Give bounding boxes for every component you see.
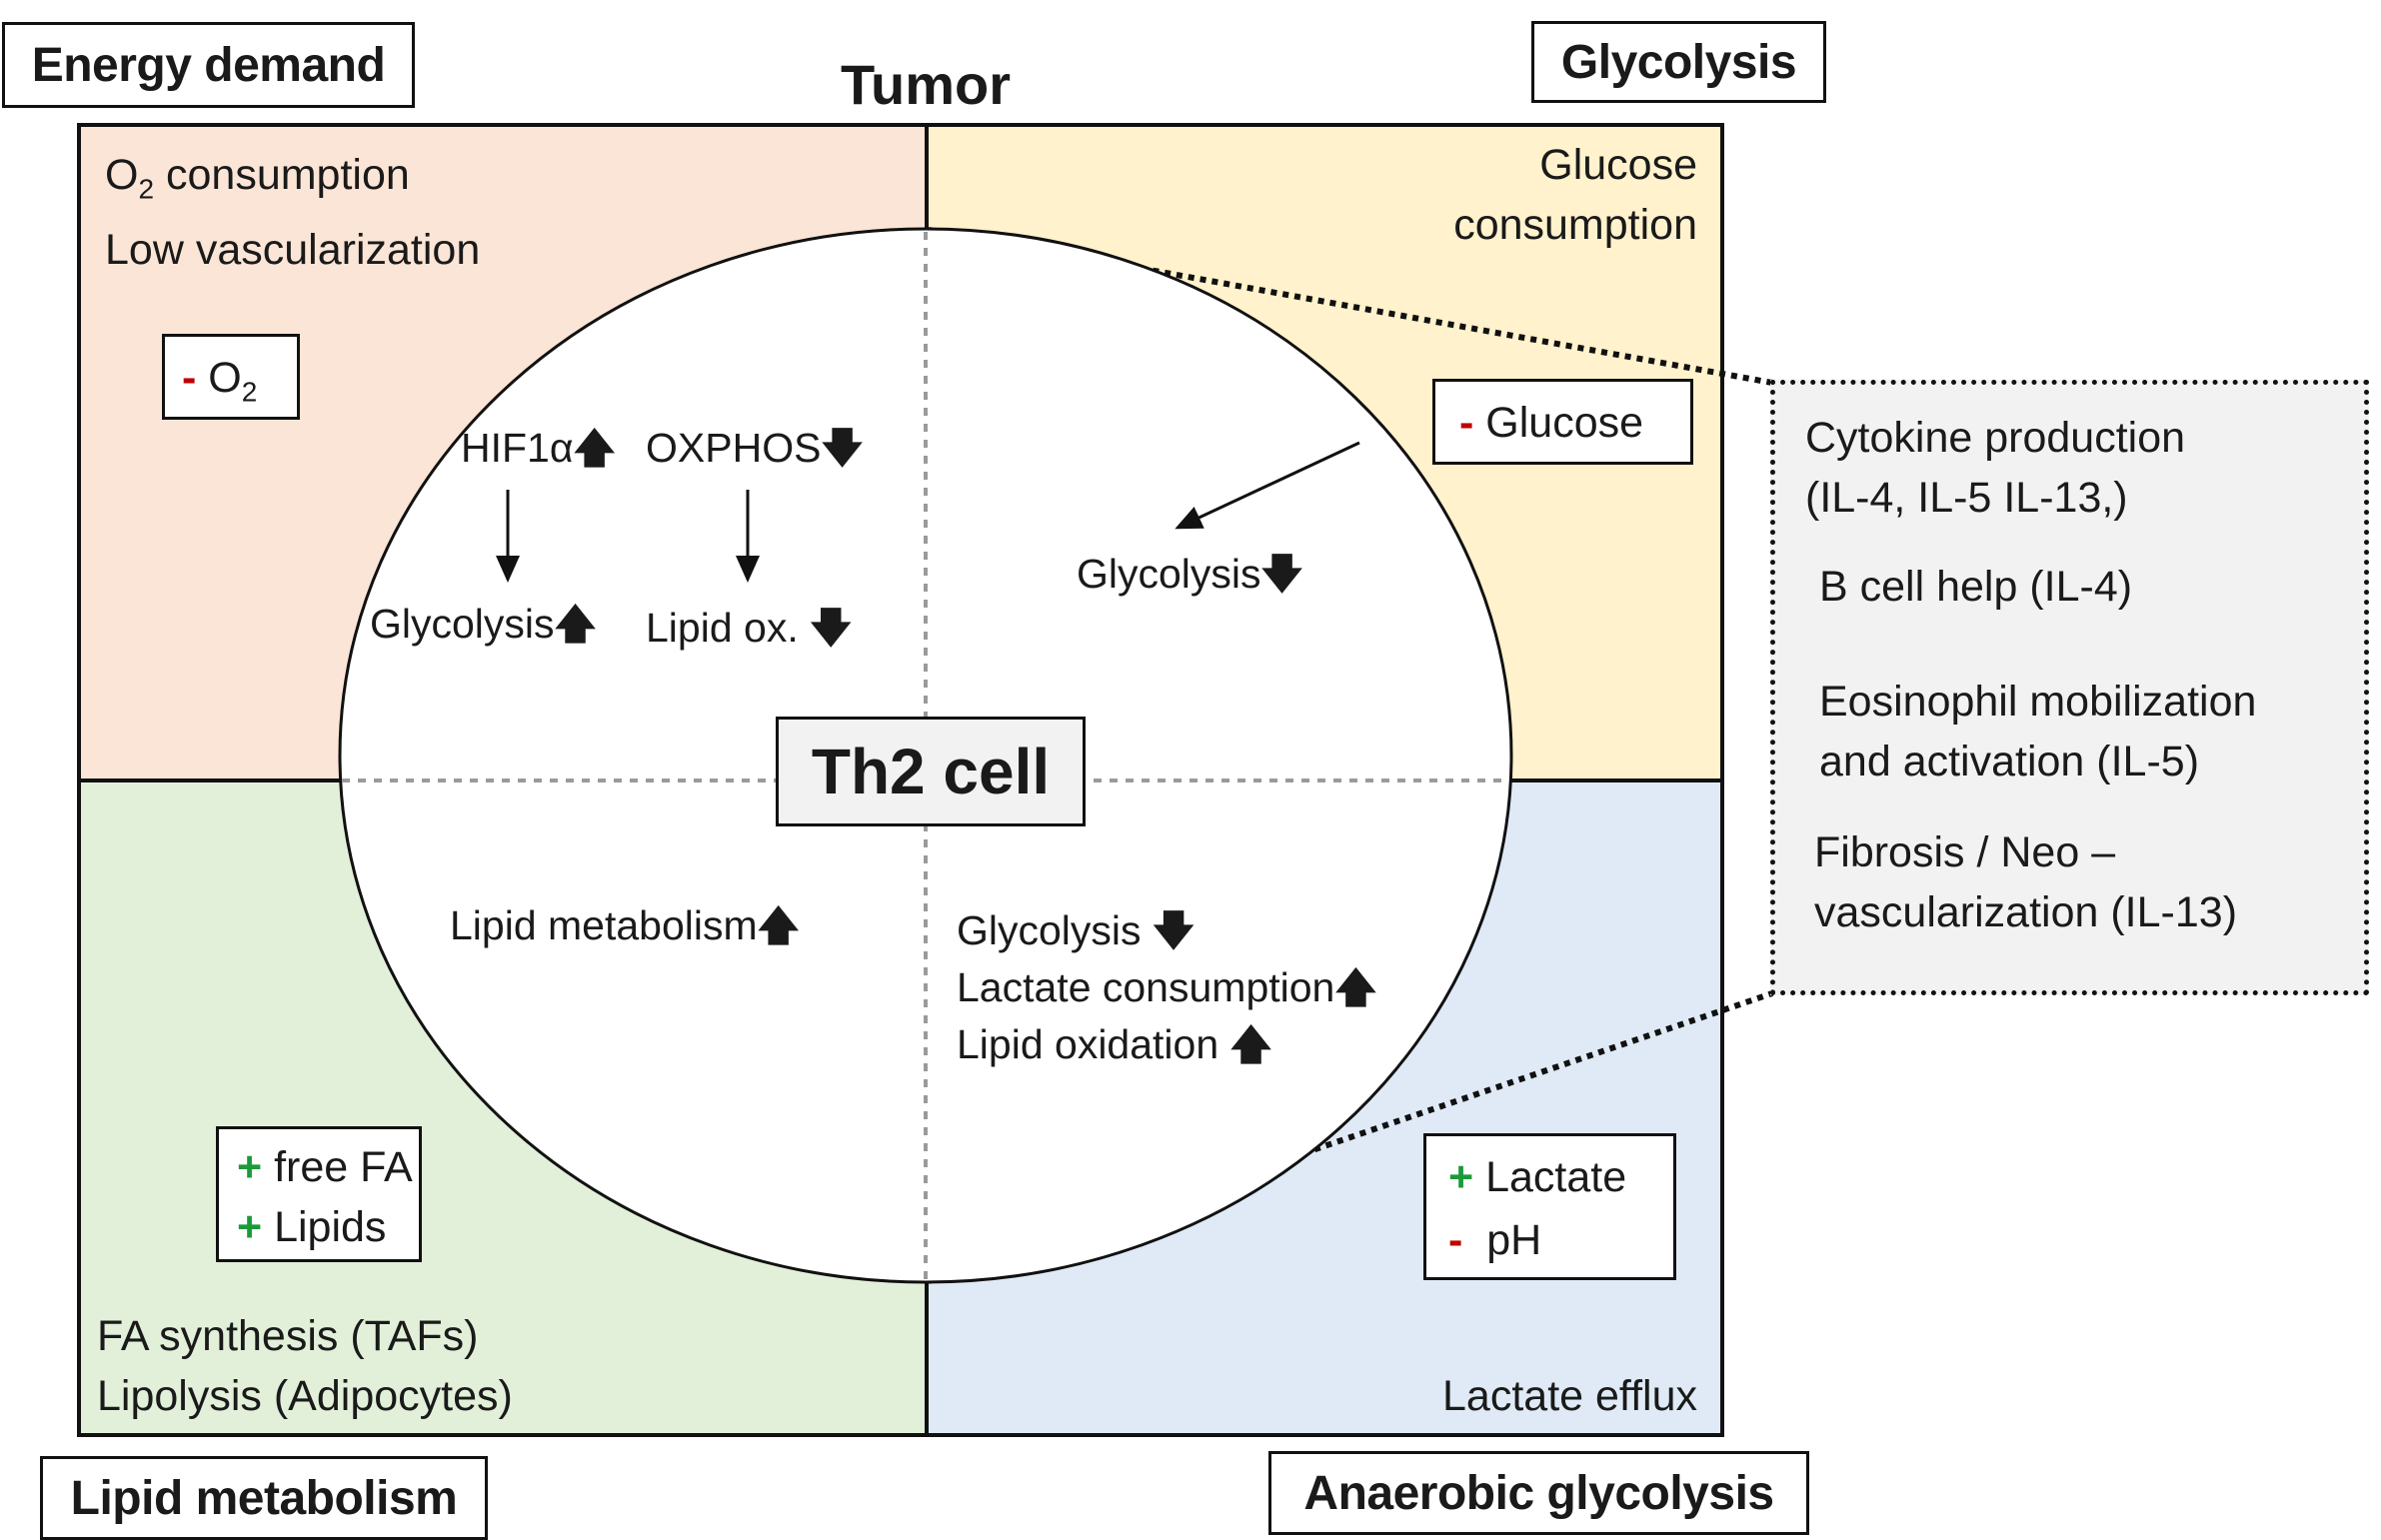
cell-lipid-ox: Lipid ox. 🡇 <box>646 605 853 651</box>
effect-b-cell: B cell help (IL-4) <box>1819 563 2133 611</box>
up-arrow-icon: 🡅 <box>554 601 597 647</box>
effect-fibrosis: Fibrosis / Neo – vascularization (IL-13) <box>1814 828 2238 936</box>
effects-panel: Cytokine production (IL-4, IL-5 IL-13,) … <box>1770 380 2369 995</box>
cell-lipid-metabolism: Lipid metabolism🡅 <box>450 902 800 948</box>
cell-bottom-right-list: Glycolysis 🡇 Lactate consumption🡅 Lipid … <box>957 907 1377 1067</box>
up-arrow-icon: 🡅 <box>1229 1021 1272 1067</box>
title-tumor: Tumor <box>841 53 1012 116</box>
th2-cell-label: Th2 cell <box>776 717 1086 826</box>
up-arrow-icon: 🡅 <box>757 902 800 948</box>
label-lipid-metabolism: Lipid metabolism <box>40 1456 488 1540</box>
cell-hif1a: HIF1α🡅 <box>461 425 616 471</box>
effect-cytokines: Cytokine production (IL-4, IL-5 IL-13,) <box>1805 414 2186 522</box>
br-quadrant-text: Lactate efflux <box>1442 1372 1697 1420</box>
label-glycolysis: Glycolysis <box>1531 21 1826 103</box>
label-energy-demand: Energy demand <box>2 22 415 108</box>
tr-quadrant-text: Glucose consumption <box>1453 141 1697 249</box>
down-arrow-icon: 🡇 <box>1152 907 1195 953</box>
effect-eosinophil: Eosinophil mobilization and activation (… <box>1819 678 2257 785</box>
up-arrow-icon: 🡅 <box>1334 964 1377 1010</box>
arrow-glucose-to-glycolysis <box>1175 441 1360 530</box>
down-arrow-icon: 🡇 <box>810 605 853 651</box>
down-arrow-icon: 🡇 <box>1260 551 1303 597</box>
tr-glucose-box: - Glucose <box>1432 379 1693 465</box>
cell-oxphos: OXPHOS🡇 <box>646 425 864 471</box>
up-arrow-icon: 🡅 <box>573 425 616 471</box>
tl-quadrant-text: O2 consumption Low vascularization <box>105 151 481 274</box>
cell-glycolysis-up: Glycolysis🡅 <box>370 601 597 647</box>
cell-glycolysis-down: Glycolysis🡇 <box>1077 551 1303 597</box>
down-arrow-icon: 🡇 <box>821 425 864 471</box>
tumor-frame <box>77 123 1724 1437</box>
bl-quadrant-text: FA synthesis (TAFs) Lipolysis (Adipocyte… <box>97 1312 513 1420</box>
bl-lipids-box: + free FA + Lipids <box>216 1126 422 1262</box>
label-anaerobic-glycolysis: Anaerobic glycolysis <box>1268 1451 1809 1535</box>
br-lactate-box: + Lactate - pH <box>1423 1133 1676 1280</box>
tl-oxygen-box: - O2 <box>162 334 300 420</box>
